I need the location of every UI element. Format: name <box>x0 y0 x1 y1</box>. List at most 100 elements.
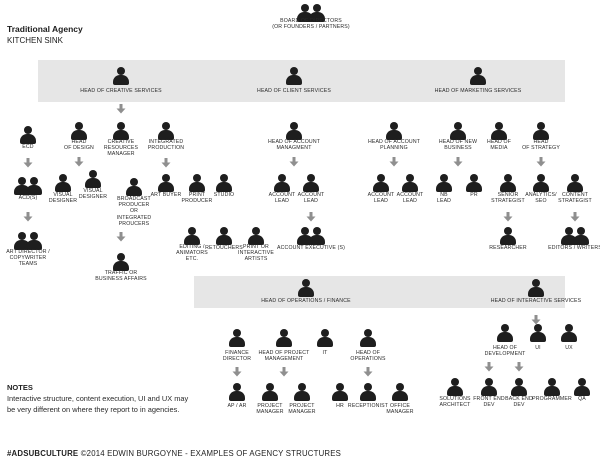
person-icon <box>511 378 527 396</box>
chart-subtitle: KITCHEN SINK <box>7 36 64 45</box>
person-icon <box>85 170 101 188</box>
node-label-integrated: INTEGRATED PRODUCTION <box>147 139 185 152</box>
node-label-acd: ACD(S) <box>18 195 38 201</box>
node-label-analytics: ANALYTICS/ SEO <box>525 192 557 205</box>
down-arrow-icon <box>161 158 171 168</box>
node-label-head-design: HEAD OF DESIGN <box>64 139 94 152</box>
node-label-head-media: HEAD OF MEDIA <box>486 139 512 152</box>
node-label-hr: HR <box>336 403 344 409</box>
person-icon <box>113 122 129 140</box>
node-label-vis1: VISUAL DESIGNER <box>48 192 78 205</box>
person-icon <box>229 383 245 401</box>
node-label-head-opsx: HEAD OF OPERATIONS <box>350 350 386 363</box>
node-label-print-int: PRINT OR INTERACTIVE ARTISTS <box>238 244 274 263</box>
person-icon <box>481 378 497 396</box>
node-label-content-strat: CONTENT STRATEGIST <box>558 192 592 205</box>
node-label-print-producer: PRINT PRODUCER <box>181 192 213 205</box>
notes-body: Interactive structure, content execution… <box>7 394 189 414</box>
operations-band <box>194 276 565 308</box>
person-icon <box>158 174 174 192</box>
person-icon <box>567 174 583 192</box>
person-icon <box>561 227 577 245</box>
person-icon <box>497 324 513 342</box>
node-label-fe-dev: FRONT END DEV <box>473 396 505 409</box>
person-icon <box>248 227 264 245</box>
down-arrow-icon <box>503 212 513 222</box>
node-label-head-dev: HEAD OF DEVELOPMENT <box>484 345 526 358</box>
node-label-marketing: HEAD OF MARKETING SERVICES <box>434 88 522 94</box>
down-arrow-icon <box>514 362 524 372</box>
person-icon <box>500 174 516 192</box>
node-label-board: BOARD OF DIRECTORS (OR FOUNDERS / PARTNE… <box>272 18 350 31</box>
node-label-acct-lead-3: ACCOUNT LEAD <box>367 192 395 205</box>
down-arrow-icon <box>116 232 126 242</box>
down-arrow-icon <box>389 157 399 167</box>
person-icon <box>470 67 486 85</box>
person-icon <box>466 174 482 192</box>
footer-text: ©2014 EDWIN BURGOYNE - EXAMPLES OF AGENC… <box>78 449 342 458</box>
person-icon <box>574 378 590 396</box>
person-icon <box>229 329 245 347</box>
node-label-pr: PR <box>470 192 478 198</box>
person-icon <box>573 227 589 245</box>
node-label-acct-lead-4: ACCOUNT LEAD <box>396 192 424 205</box>
down-arrow-icon <box>74 157 84 167</box>
node-label-client: HEAD OF CLIENT SERVICES <box>257 88 331 94</box>
person-icon <box>373 174 389 192</box>
node-label-acct-lead-2: ACCOUNT LEAD <box>297 192 325 205</box>
down-arrow-icon <box>570 212 580 222</box>
node-label-programmer: PROGRAMMER <box>532 396 572 402</box>
person-icon <box>26 177 42 195</box>
down-arrow-icon <box>23 212 33 222</box>
person-icon <box>447 378 463 396</box>
footer-hashtag: #ADSUBCULTURE <box>7 449 79 458</box>
node-label-traffic: TRAFFIC OR BUSINESS AFFAIRS <box>95 270 147 283</box>
person-icon <box>544 378 560 396</box>
node-label-pm2: PROJECT MANAGER <box>288 403 316 416</box>
person-icon <box>113 67 129 85</box>
person-icon <box>402 174 418 192</box>
node-label-broadcast: BROADCAST PRODUCER OR INTEGRATED PROUCER… <box>116 196 152 227</box>
node-label-head-pm: HEAD OF PROJECT MANAGEMENT <box>258 350 310 363</box>
node-label-receptionist: RECEPTIONIST <box>347 403 389 409</box>
down-arrow-icon <box>279 367 289 377</box>
notes-heading: NOTES <box>7 383 33 392</box>
node-label-ui: UI <box>535 345 541 351</box>
node-label-head-strategy: HEAD OF STRATEGY <box>522 139 560 152</box>
node-label-editing: EDITING / ANIMATORS ETC. <box>176 244 208 263</box>
node-label-studio: STUDIO <box>213 192 235 198</box>
person-icon <box>297 4 313 22</box>
person-icon <box>286 122 302 140</box>
person-icon <box>528 279 544 297</box>
node-label-acct-exec: ACCOUNT EXECUTIVE (S) <box>277 245 345 251</box>
node-label-be-dev: BACK END DEV <box>505 396 533 409</box>
down-arrow-icon <box>363 367 373 377</box>
node-label-ap-ar: AP / AR <box>227 403 247 409</box>
node-label-researcher: RESEARCHER <box>489 245 527 251</box>
person-icon <box>450 122 466 140</box>
person-icon <box>436 174 452 192</box>
node-label-sol-arch: SOLUTIONS ARCHITECT <box>439 396 471 409</box>
down-arrow-icon <box>232 367 242 377</box>
node-label-head-acct: HEAD OF ACCOUNT MANAGMENT <box>267 139 321 152</box>
node-label-qa: QA <box>578 396 586 402</box>
node-label-art-buyer: ART BUYER <box>150 192 182 198</box>
person-icon <box>392 383 408 401</box>
person-icon <box>20 126 36 144</box>
person-icon <box>386 122 402 140</box>
node-label-head-acct-plan: HEAD OF ACCOUNT PLANNING <box>367 139 421 152</box>
down-arrow-icon <box>453 157 463 167</box>
person-icon <box>276 329 292 347</box>
person-icon <box>14 177 30 195</box>
node-label-ecd: ECD <box>22 144 34 150</box>
person-icon <box>14 232 30 250</box>
person-icon <box>71 122 87 140</box>
person-icon <box>184 227 200 245</box>
person-icon <box>309 227 325 245</box>
person-icon <box>500 227 516 245</box>
person-icon <box>309 4 325 22</box>
person-icon <box>332 383 348 401</box>
down-arrow-icon <box>531 315 541 325</box>
node-label-pm1: PROJECT MANAGER <box>256 403 284 416</box>
